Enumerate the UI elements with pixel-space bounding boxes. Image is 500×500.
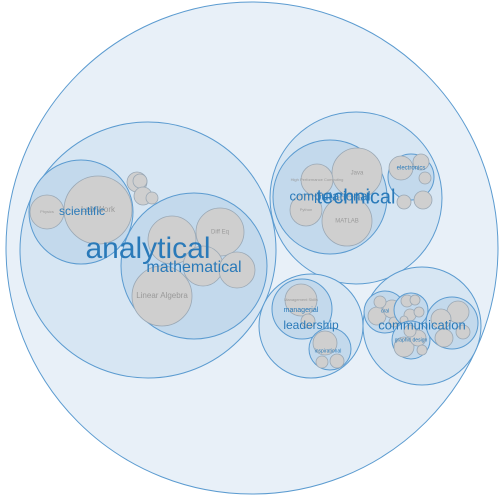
leaf-circle[interactable]	[430, 308, 452, 330]
leaf-circle[interactable]	[403, 324, 417, 338]
leaf-circle[interactable]	[300, 313, 316, 329]
leaf-circle[interactable]	[145, 191, 159, 205]
subgroup-label: managerial	[284, 307, 319, 314]
leaf-label: Lab Work	[81, 205, 116, 214]
leaf-circle[interactable]	[413, 190, 433, 210]
leaf-circle[interactable]	[416, 344, 428, 356]
subgroup-label: oral	[381, 308, 389, 314]
leaf-circle[interactable]	[393, 336, 415, 358]
leaf-label: Diff Eq	[211, 230, 229, 236]
leaf-label: High Performance Computing	[291, 177, 344, 182]
leaf-circle[interactable]	[147, 215, 197, 265]
leaf-circle[interactable]	[284, 283, 318, 317]
leaf-circle[interactable]	[373, 295, 387, 309]
group-label: communication	[378, 317, 465, 332]
leaf-circle[interactable]	[413, 306, 425, 318]
leaf-label: MATLAB	[335, 219, 359, 225]
subgroup-label: scientific	[59, 204, 105, 218]
leaf-circle[interactable]	[329, 353, 345, 369]
leaf-circle[interactable]	[455, 324, 471, 340]
leaf-circle[interactable]	[29, 194, 65, 230]
leaf-circle[interactable]	[315, 355, 329, 369]
group-label: analytical	[85, 232, 210, 265]
leaf-circle[interactable]	[218, 251, 256, 289]
leaf-circle[interactable]	[434, 328, 454, 348]
subgroup-label: graphic design	[395, 337, 428, 343]
leaf-circle[interactable]	[132, 173, 148, 189]
subgroup-label: electronics	[397, 166, 426, 172]
leaf-circle[interactable]	[418, 171, 432, 185]
subgroup-label: computational	[290, 188, 371, 203]
subgroup-label: inspirational	[315, 348, 342, 354]
leaf-circle[interactable]	[409, 294, 421, 306]
leaf-label: Management Skills	[284, 297, 318, 302]
leaf-label: Python	[300, 207, 312, 212]
leaf-circle[interactable]	[396, 194, 412, 210]
leaf-circle[interactable]	[312, 330, 338, 356]
group-label: technical	[317, 186, 396, 208]
group-label: leadership	[283, 318, 339, 332]
leaf-label: Linear Algebra	[136, 291, 188, 300]
subgroup-label: mathematical	[146, 259, 241, 276]
leaf-circle[interactable]	[321, 195, 373, 247]
leaf-circle[interactable]	[289, 193, 323, 227]
leaf-circle[interactable]	[412, 153, 430, 171]
leaf-circle[interactable]	[131, 265, 193, 327]
leaf-label: Physics	[40, 209, 54, 214]
leaf-circle[interactable]	[388, 155, 414, 181]
leaf-circle[interactable]	[300, 163, 334, 197]
leaf-label: Java	[351, 171, 364, 177]
